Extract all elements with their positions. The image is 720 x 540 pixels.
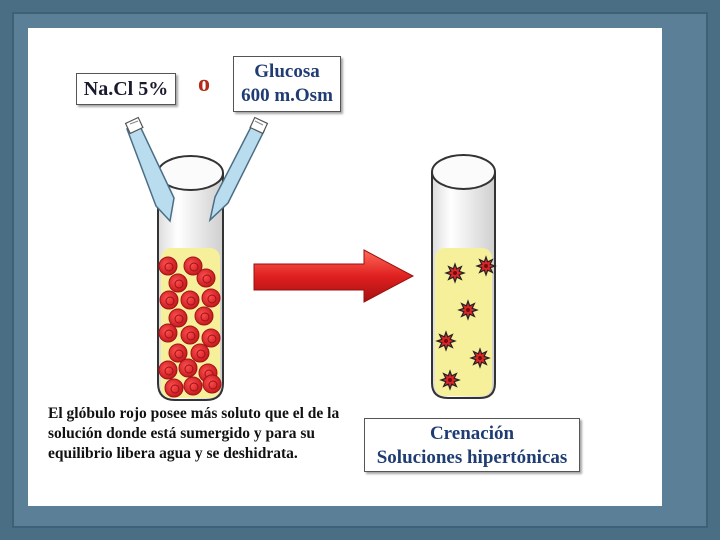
red-blood-cell-icon xyxy=(183,256,203,276)
description-text: El glóbulo rojo posee más soluto que el … xyxy=(48,405,340,462)
red-blood-cell-icon xyxy=(180,325,200,345)
crenated-cell-icon xyxy=(444,262,466,284)
glucose-label-line1: Glucosa xyxy=(254,61,320,82)
left-test-tube-icon xyxy=(157,155,224,401)
crenated-cell-icon xyxy=(435,330,457,352)
left-pipette-icon xyxy=(124,116,175,223)
red-blood-cell-icon xyxy=(183,376,203,396)
red-blood-cell-icon xyxy=(168,273,188,293)
red-blood-cell-icon xyxy=(178,358,198,378)
nacl-label-box: Na.Cl 5% xyxy=(76,73,176,105)
right-test-tube-icon xyxy=(431,154,497,399)
normal-cells-group xyxy=(158,256,222,398)
crenated-cell-icon xyxy=(475,255,497,277)
or-connector: o xyxy=(198,71,210,97)
red-blood-cell-icon xyxy=(202,374,222,394)
red-blood-cell-icon xyxy=(158,323,178,343)
glucose-label-line2: 600 m.Osm xyxy=(241,85,333,106)
crenation-title: Crenación xyxy=(429,423,515,444)
crenated-cells-group xyxy=(435,255,497,391)
crenated-cell-icon xyxy=(439,369,461,391)
red-blood-cell-icon xyxy=(168,343,188,363)
red-blood-cell-icon xyxy=(196,268,216,288)
red-blood-cell-icon xyxy=(180,290,200,310)
crenation-subtitle: Soluciones hipertónicas xyxy=(376,447,568,468)
slide-canvas: Na.Cl 5% o Glucosa 600 m.Osm El glóbulo … xyxy=(28,28,662,506)
red-blood-cell-icon xyxy=(201,288,221,308)
crenated-cell-icon xyxy=(457,299,479,321)
red-blood-cell-icon xyxy=(190,343,210,363)
red-blood-cell-icon xyxy=(158,256,178,276)
red-blood-cell-icon xyxy=(201,328,221,348)
glucose-label-box: Glucosa 600 m.Osm xyxy=(233,56,341,112)
red-blood-cell-icon xyxy=(194,306,214,326)
right-pipette-icon xyxy=(208,116,269,223)
red-blood-cell-icon xyxy=(159,290,179,310)
crenation-label-box: Crenación Soluciones hipertónicas xyxy=(364,418,580,472)
nacl-label: Na.Cl 5% xyxy=(83,78,169,100)
diagram xyxy=(124,116,497,401)
red-blood-cell-icon xyxy=(164,378,184,398)
process-arrow-icon xyxy=(253,249,415,303)
red-blood-cell-icon xyxy=(158,360,178,380)
crenated-cell-icon xyxy=(469,347,491,369)
red-blood-cell-icon xyxy=(168,308,188,328)
